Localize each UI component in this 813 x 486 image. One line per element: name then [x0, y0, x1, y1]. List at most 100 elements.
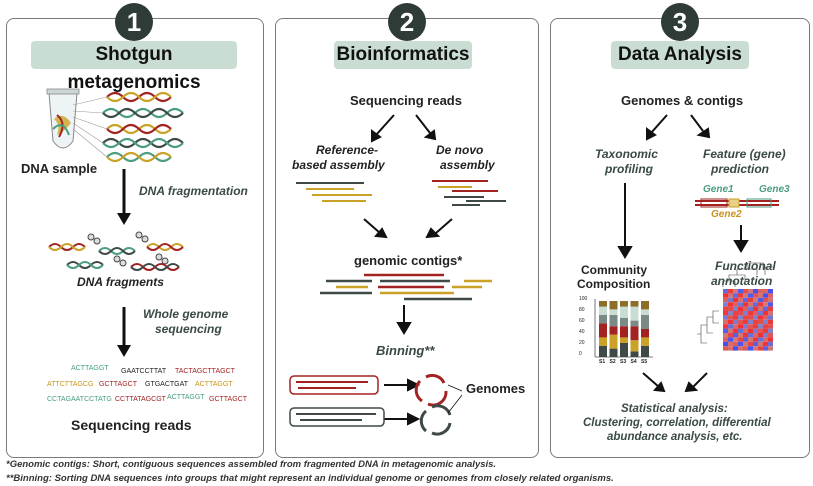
heatmap-cell [723, 302, 728, 307]
read-sequence: GCTTAGCT [99, 381, 137, 388]
denovo-label-1: De novo [436, 143, 484, 157]
stacked-bar-segment [599, 301, 607, 307]
heatmap-cell [728, 328, 733, 333]
stacked-bar-segment [630, 326, 639, 341]
stacked-bar-segment [599, 337, 607, 346]
heatmap-cell [753, 302, 758, 307]
heatmap-cell [768, 302, 773, 307]
y-tick-label: 40 [579, 329, 585, 335]
test-tube-icon [46, 88, 80, 149]
heatmap-cell [728, 341, 733, 347]
heatmap-cell [733, 293, 738, 298]
read-sequence: ACTTAGGT [195, 381, 233, 388]
step-number-2: 2 [388, 3, 426, 41]
heatmap-cell [758, 319, 763, 325]
heatmap-cell [738, 337, 743, 342]
down-arrow-icon [117, 169, 131, 225]
gene3-label: Gene3 [759, 184, 790, 195]
sequencing-reads-label: Sequencing reads [71, 417, 192, 433]
heatmap-cell [738, 311, 743, 316]
footnote2-text: Sorting DNA sequences into groups that m… [54, 473, 614, 484]
taxonomic-label-1: Taxonomic [595, 147, 658, 161]
y-tick-label: 100 [579, 296, 588, 302]
stacked-bar-segment [599, 323, 607, 338]
panel1-graphics [46, 88, 184, 357]
feature-label-1: Feature (gene) [703, 147, 786, 161]
panel-data-analysis: 3 Data Analysis [550, 3, 810, 458]
dna-sample-label: DNA sample [21, 161, 98, 176]
stacked-bar-segment [599, 315, 607, 324]
stacked-bar-segment [609, 334, 618, 349]
down-arrow-icon [117, 307, 131, 357]
heatmap-cell [748, 311, 753, 316]
stacked-bar-segment [620, 343, 628, 357]
heatmap-cell [738, 319, 743, 325]
panel1-title: Shotgun metagenomics [31, 41, 237, 93]
reference-label-2: based assembly [292, 158, 385, 172]
heatmap-cell [758, 337, 763, 342]
genomes-contigs-label: Genomes & contigs [621, 93, 744, 108]
heatmap-cell [728, 289, 733, 294]
heatmap-cell [728, 293, 733, 298]
sequencing-step-label: sequencing [155, 322, 222, 336]
bin-box-gray [289, 407, 385, 427]
heatmap-cell [728, 315, 733, 320]
heatmap-cell [743, 346, 748, 351]
heatmap-cell [738, 341, 743, 347]
heatmap-cell [763, 328, 768, 333]
y-tick-label: 20 [579, 340, 585, 346]
heatmap-cell [728, 346, 733, 351]
heatmap-cell [728, 311, 733, 316]
heatmap-cell [763, 324, 768, 329]
heatmap-cell [748, 289, 753, 294]
heatmap-cell [723, 341, 728, 347]
heatmap-cell [748, 346, 753, 351]
community-composition-chart [594, 299, 653, 358]
heatmap-cell [743, 324, 748, 329]
footnote1-text: Short, contiguous sequences assembled fr… [92, 459, 497, 470]
stacked-bar-segment [620, 306, 628, 318]
panel-bioinformatics: 2 Bioinformatics [275, 3, 539, 458]
heatmap-cell [733, 341, 738, 347]
stacked-bar-segment [599, 306, 607, 315]
heatmap-cell [768, 319, 773, 325]
genome-circle-icons [414, 373, 452, 436]
community-label-1: Community [581, 263, 647, 277]
heatmap-cell [753, 341, 758, 347]
genomic-contigs-label: genomic contigs* [354, 253, 463, 268]
community-label-2: Composition [577, 277, 651, 291]
stacked-bar-segment [641, 301, 649, 310]
panel3-graphics [594, 114, 779, 393]
x-tick-label: S4 [630, 359, 637, 365]
heatmap-cell [723, 289, 728, 294]
whole-genome-label: Whole genome [143, 307, 229, 321]
stacked-bar-segment [630, 351, 639, 357]
heatmap-cell [748, 306, 753, 311]
stacked-bar-segment [641, 315, 649, 329]
heatmap-cell [753, 315, 758, 320]
heatmap-cell [768, 337, 773, 342]
heatmap-cell [763, 297, 768, 303]
heatmap-cell [763, 341, 768, 347]
stacked-bar-segment [620, 337, 628, 343]
heatmap-cell [768, 346, 773, 351]
heatmap-cell [753, 297, 758, 303]
heatmap-cell [763, 315, 768, 320]
arrow-icons [617, 114, 749, 393]
heatmap-cell [723, 311, 728, 316]
heatmap-cell [748, 302, 753, 307]
heatmap-cell [753, 293, 758, 298]
heatmap-cell [743, 319, 748, 325]
heatmap-cell [763, 346, 768, 351]
heatmap-cell [723, 346, 728, 351]
step-number-1: 1 [115, 3, 153, 41]
feature-label-2: prediction [711, 162, 770, 176]
heatmap-cell [743, 289, 748, 294]
panel2-graphics [289, 114, 506, 436]
heatmap-cell [733, 306, 738, 311]
heatmap-cell [753, 337, 758, 342]
heatmap-cell [753, 306, 758, 311]
heatmap-cell [733, 289, 738, 294]
heatmap-cell [758, 289, 763, 294]
heatmap-cell [728, 324, 733, 329]
